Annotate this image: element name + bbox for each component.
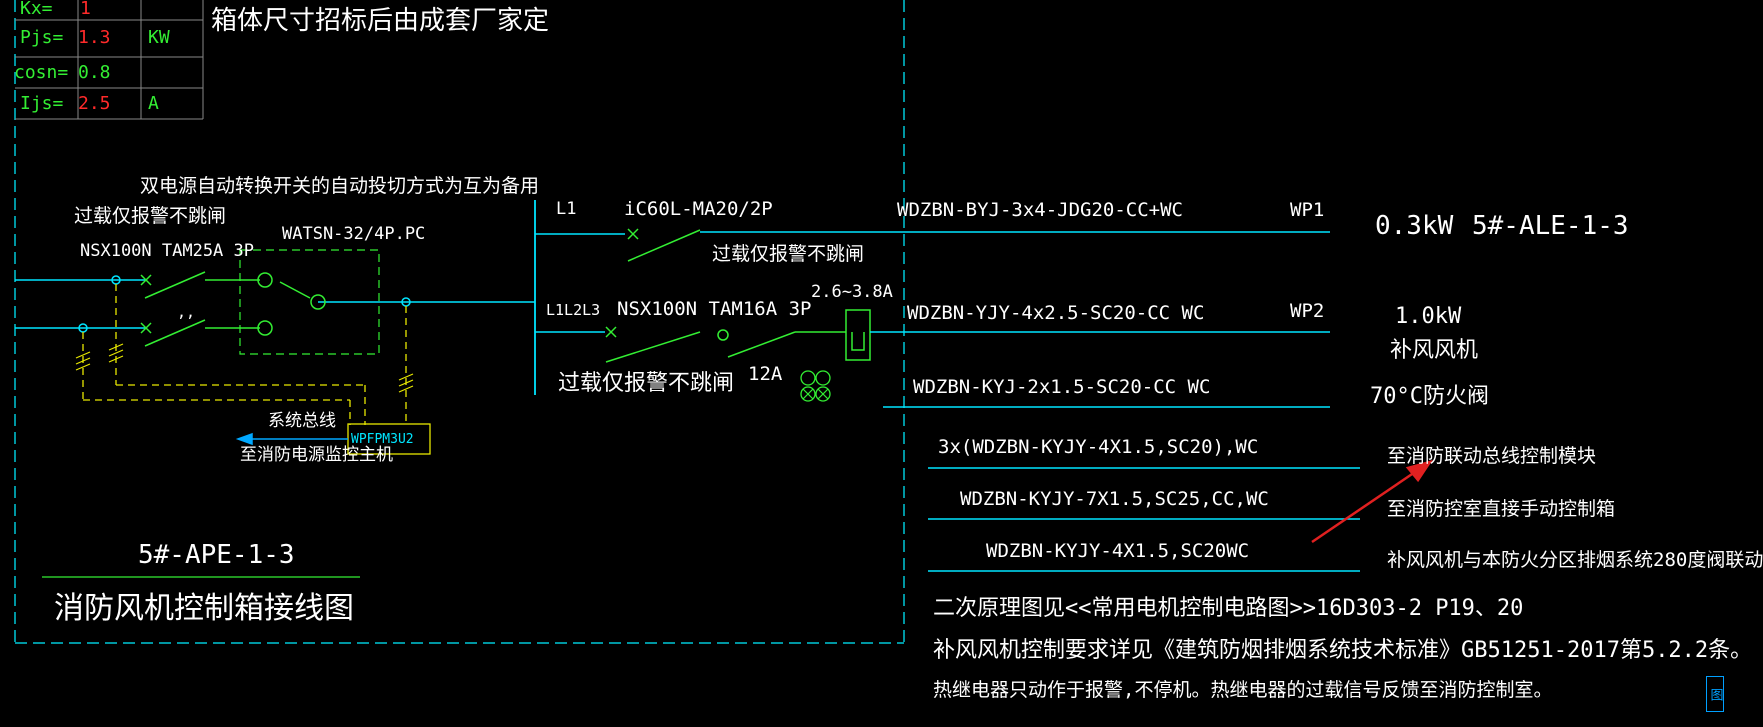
c1-target: 5#-ALE-1-3 — [1472, 211, 1629, 241]
overload-note-main: 过载仅报警不跳闸 — [74, 205, 227, 227]
system-bus-arrow — [235, 432, 348, 446]
table-value-ijs: 2.5 — [78, 93, 111, 114]
c1-breaker: iC60L-MA20/2P — [624, 198, 773, 220]
circuit-2-wiring — [535, 309, 1330, 402]
c6-target: 补风风机与本防火分区排烟系统280度阀联动 — [1387, 549, 1763, 571]
c1-phase: L1 — [556, 199, 577, 219]
c5-cable: WDZBN-KYJY-7X1.5,SC25,CC,WC — [960, 488, 1269, 510]
footnote-1: 二次原理图见<<常用电机控制电路图>>16D303-2 P19、20 — [933, 596, 1524, 621]
circuit-1-wiring — [535, 228, 1330, 262]
table-value-cosn: 0.8 — [78, 62, 111, 83]
table-label-ijs: Ijs= — [20, 93, 64, 114]
table-label-kx: Kx= — [20, 0, 53, 19]
to-monitor-label: 至消防电源监控主机 — [240, 445, 393, 465]
panel-title: 消防风机控制箱接线图 — [54, 591, 354, 626]
dual-power-note: 双电源自动转换开关的自动投切方式为互为备用 — [140, 175, 540, 197]
corner-tab-icon[interactable]: 图 — [1706, 676, 1724, 712]
system-bus-label: 系统总线 — [268, 411, 336, 431]
control-cable-lines — [883, 406, 1360, 572]
phase-mark: ,, — [177, 303, 196, 321]
table-value-pjs: 1.3 — [78, 27, 111, 48]
c5-target: 至消防控室直接手动控制箱 — [1387, 498, 1616, 520]
annotation-arrow — [1311, 459, 1433, 544]
panel-frame — [14, 0, 905, 644]
c2-setting: 12A — [748, 363, 783, 385]
c2-id: WP2 — [1290, 300, 1325, 322]
monitor-module-label: WPFPM3U2 — [351, 432, 414, 447]
cable-ticks — [75, 343, 414, 393]
c3-target: 70°C防火阀 — [1370, 384, 1489, 409]
table-label-cosn: cosn= — [14, 62, 69, 83]
c2-cable: WDZBN-YJY-4x2.5-SC20-CC WC — [907, 302, 1205, 324]
table-value-kx: 1 — [80, 0, 91, 19]
c1-load: 0.3kW — [1375, 211, 1454, 241]
table-unit-pjs: KW — [148, 27, 170, 48]
c2-relay: 2.6~3.8A — [811, 282, 893, 302]
c2-breaker: NSX100N TAM16A 3P — [617, 298, 812, 320]
c6-cable: WDZBN-KYJY-4X1.5,SC20WC — [986, 540, 1250, 562]
control-wiring — [82, 284, 407, 425]
c1-cable: WDZBN-BYJ-3x4-JDG20-CC+WC — [897, 199, 1183, 221]
c1-overload: 过载仅报警不跳闸 — [712, 243, 865, 265]
c3-cable: WDZBN-KYJ-2x1.5-SC20-CC WC — [913, 376, 1211, 398]
table-unit-ijs: A — [148, 93, 159, 114]
wiring-diagram-canvas — [14, 0, 1433, 644]
c2-target: 补风风机 — [1390, 338, 1479, 363]
main-breaker-symbol — [140, 271, 326, 347]
c2-phase: L1L2L3 — [546, 301, 601, 319]
c2-overload: 过载仅报警不跳闸 — [558, 371, 735, 396]
c1-id: WP1 — [1290, 199, 1325, 221]
c2-load: 1.0kW — [1395, 304, 1462, 329]
incoming-feeders — [15, 275, 535, 333]
ats-box — [239, 249, 380, 355]
ats-label: WATSN-32/4P.PC — [282, 224, 426, 244]
main-breaker-label: NSX100N TAM25A 3P — [80, 241, 254, 261]
footnote-3: 热继电器只动作于报警,不停机。热继电器的过载信号反馈至消防控制室。 — [933, 679, 1553, 701]
c4-target: 至消防联动总线控制模块 — [1387, 445, 1597, 467]
load-table-grid — [15, 0, 204, 120]
c4-cable: 3x(WDZBN-KYJY-4X1.5,SC20),WC — [938, 436, 1259, 458]
panel-id: 5#-APE-1-3 — [138, 540, 295, 570]
footnote-2: 补风风机控制要求详见《建筑防烟排烟系统技术标准》GB51251-2017第5.2… — [933, 638, 1753, 663]
table-label-pjs: Pjs= — [20, 27, 64, 48]
box-size-note: 箱体尺寸招标后由成套厂家定 — [211, 6, 550, 36]
